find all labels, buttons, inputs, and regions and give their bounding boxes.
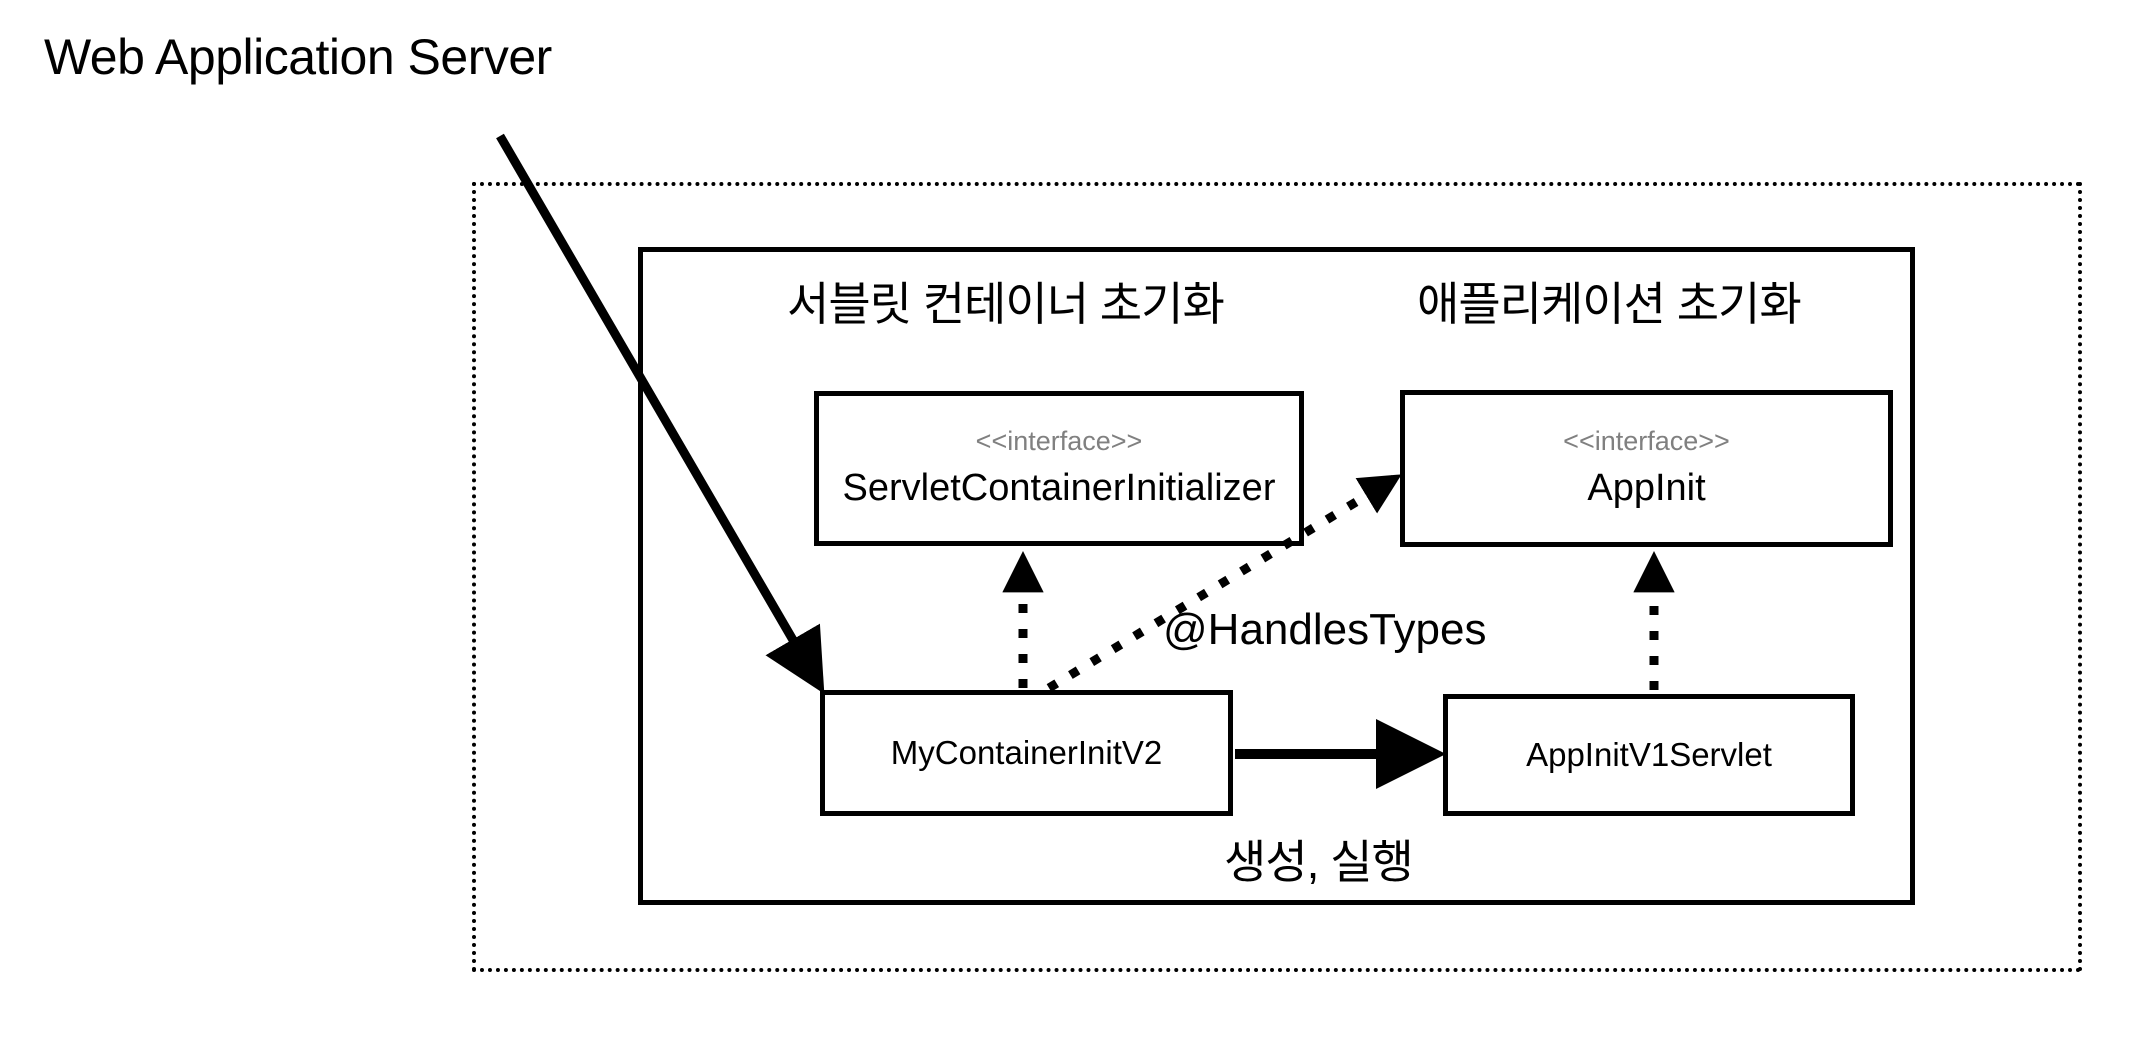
class-name-label: MyContainerInitV2 [890, 734, 1163, 771]
annotation-handles-types: @HandlesTypes [1163, 605, 1487, 654]
section-heading-create-run: 생성, 실행 [1224, 836, 1414, 888]
node-app-init-v1-servlet[interactable]: AppInitV1Servlet [1443, 694, 1855, 816]
was-boundary [472, 182, 2082, 972]
class-name-label: AppInit [1587, 467, 1706, 510]
node-servlet-container-initializer[interactable]: <<interface>> ServletContainerInitialize… [814, 391, 1304, 546]
section-heading-servlet-container-init: 서블릿 컨테이너 초기화 [787, 278, 1225, 330]
class-name-label: ServletContainerInitializer [842, 467, 1276, 510]
stereotype-label: <<interface>> [1563, 425, 1730, 456]
node-app-init[interactable]: <<interface>> AppInit [1400, 390, 1893, 547]
stereotype-label: <<interface>> [975, 425, 1143, 456]
class-name-label: AppInitV1Servlet [1526, 736, 1772, 773]
node-my-container-init-v2[interactable]: MyContainerInitV2 [820, 690, 1233, 816]
section-heading-application-init: 애플리케이션 초기화 [1417, 278, 1802, 330]
was-title-label: Web Application Server [44, 29, 552, 85]
